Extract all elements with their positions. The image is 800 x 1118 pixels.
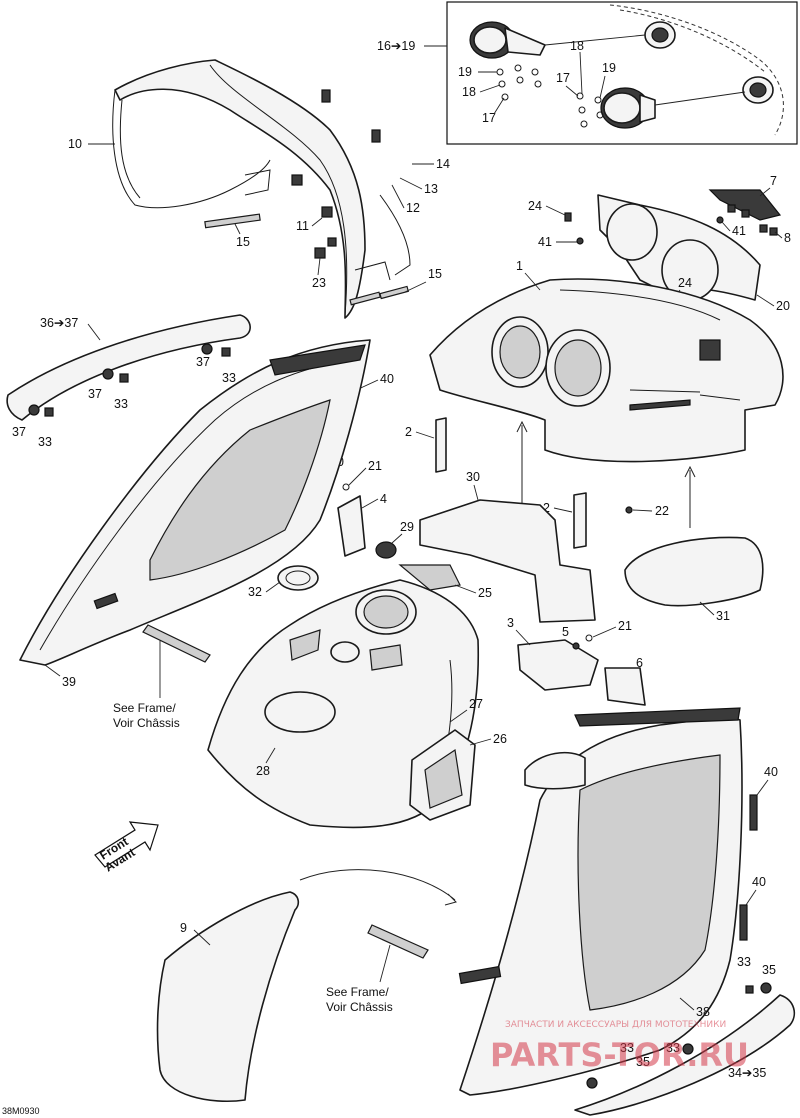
panel-part-9: 9 See Frame/ Voir Châssis bbox=[156, 869, 457, 1103]
left-side-panel-part-39: 39 bbox=[19, 339, 371, 689]
callout-9: 9 bbox=[180, 921, 187, 935]
callout-33: 33 bbox=[222, 371, 236, 385]
lower-trim-part-34-35: 33 35 33 33 35 34➔35 bbox=[574, 955, 796, 1116]
callout-18: 18 bbox=[462, 85, 476, 99]
callout-35: 35 bbox=[762, 963, 776, 977]
callout-13: 13 bbox=[424, 182, 438, 196]
callout-32: 32 bbox=[248, 585, 262, 599]
callout-20: 20 bbox=[776, 299, 790, 313]
callout-26: 26 bbox=[493, 732, 507, 746]
callout-14: 14 bbox=[436, 157, 450, 171]
callout-37: 37 bbox=[196, 355, 210, 369]
callout-11: 11 bbox=[296, 219, 309, 233]
callout-1: 1 bbox=[516, 259, 523, 273]
front-direction-arrow: Front Avant bbox=[94, 821, 159, 875]
callout-40: 40 bbox=[380, 372, 394, 386]
callout-37: 37 bbox=[12, 425, 26, 439]
callout-29: 29 bbox=[400, 520, 414, 534]
trim-part-36-37: 36➔37 37 33 37 33 37 33 bbox=[6, 314, 251, 449]
callout-8: 8 bbox=[784, 231, 791, 245]
see-frame-line-1: See Frame/ bbox=[113, 701, 176, 715]
watermark-small: ЗАПЧАСТИ И АКСЕССУАРЫ ДЛЯ МОТОТЕХНИКИ bbox=[505, 1020, 726, 1030]
callout-33: 33 bbox=[38, 435, 52, 449]
callout-21: 21 bbox=[618, 619, 632, 633]
front-cover-part-1: 1 22 bbox=[429, 259, 784, 528]
tank-cover-part-28: 28 32 26 27 See Frame/ Voir Châssis bbox=[113, 565, 507, 829]
callout-25: 25 bbox=[478, 586, 492, 600]
callout-31: 31 bbox=[716, 609, 730, 623]
watermark: ЗАПЧАСТИ И АКСЕССУАРЫ ДЛЯ МОТОТЕХНИКИ PA… bbox=[490, 1020, 749, 1074]
callout-24: 24 bbox=[678, 276, 692, 290]
callout-3: 3 bbox=[507, 616, 514, 630]
callout-33: 33 bbox=[737, 955, 751, 969]
callout-41: 41 bbox=[732, 224, 746, 238]
callout-39: 39 bbox=[62, 675, 76, 689]
callout-28: 28 bbox=[256, 764, 270, 778]
callout-37: 37 bbox=[88, 387, 102, 401]
watermark-large: PARTS-TOR.RU bbox=[490, 1036, 749, 1074]
callout-24: 24 bbox=[528, 199, 542, 213]
callout-17: 17 bbox=[482, 111, 496, 125]
callout-38: 38 bbox=[696, 1005, 710, 1019]
callout-33: 33 bbox=[114, 397, 128, 411]
callout-23: 23 bbox=[312, 276, 326, 290]
bracket-parts-3-5-6: 3 5 21 6 bbox=[507, 616, 646, 706]
callout-5: 5 bbox=[562, 625, 569, 639]
callout-10: 10 bbox=[68, 137, 82, 151]
callout-7: 7 bbox=[770, 174, 777, 188]
callout-34-35: 34➔35 bbox=[728, 1066, 766, 1080]
callout-15: 15 bbox=[236, 235, 250, 249]
callout-18: 18 bbox=[570, 39, 584, 53]
callout-40: 40 bbox=[752, 875, 766, 889]
callout-33: 33 bbox=[666, 1041, 680, 1055]
instrument-support-part-20: 7 8 24 24 41 41 41 20 bbox=[528, 174, 791, 335]
callout-36-37: 36➔37 bbox=[40, 316, 78, 330]
callout-30: 30 bbox=[466, 470, 480, 484]
callout-12: 12 bbox=[406, 201, 420, 215]
callout-40: 40 bbox=[764, 765, 778, 779]
callout-15: 15 bbox=[428, 267, 442, 281]
callout-19: 19 bbox=[458, 65, 472, 79]
callout-19: 19 bbox=[602, 61, 616, 75]
small-parts-center: 2 2 30 31 29 25 4 21 40 40 bbox=[311, 372, 764, 623]
callout-16-19: 16➔19 bbox=[377, 39, 415, 53]
see-frame-line-2: Voir Châssis bbox=[326, 1000, 393, 1014]
callout-41: 41 bbox=[538, 235, 552, 249]
mirror-inset: 16➔19 19 18 17 18 19 17 bbox=[377, 1, 798, 145]
callout-4: 4 bbox=[380, 492, 387, 506]
callout-2: 2 bbox=[405, 425, 412, 439]
callout-33: 33 bbox=[620, 1041, 634, 1055]
callout-35: 35 bbox=[636, 1055, 650, 1069]
callout-6: 6 bbox=[636, 656, 643, 670]
see-frame-line-1: See Frame/ bbox=[326, 985, 389, 999]
callout-21: 21 bbox=[368, 459, 382, 473]
windshield-part-10: 10 11 12 13 14 15 15 23 bbox=[68, 59, 450, 319]
callout-22: 22 bbox=[655, 504, 669, 518]
callout-27: 27 bbox=[469, 697, 483, 711]
right-side-panel-part-38: 38 40 40 bbox=[458, 707, 778, 1096]
figure-code: 38M0930 bbox=[2, 1106, 40, 1116]
see-frame-line-2: Voir Châssis bbox=[113, 716, 180, 730]
callout-17: 17 bbox=[556, 71, 570, 85]
callout-2: 2 bbox=[543, 501, 550, 515]
